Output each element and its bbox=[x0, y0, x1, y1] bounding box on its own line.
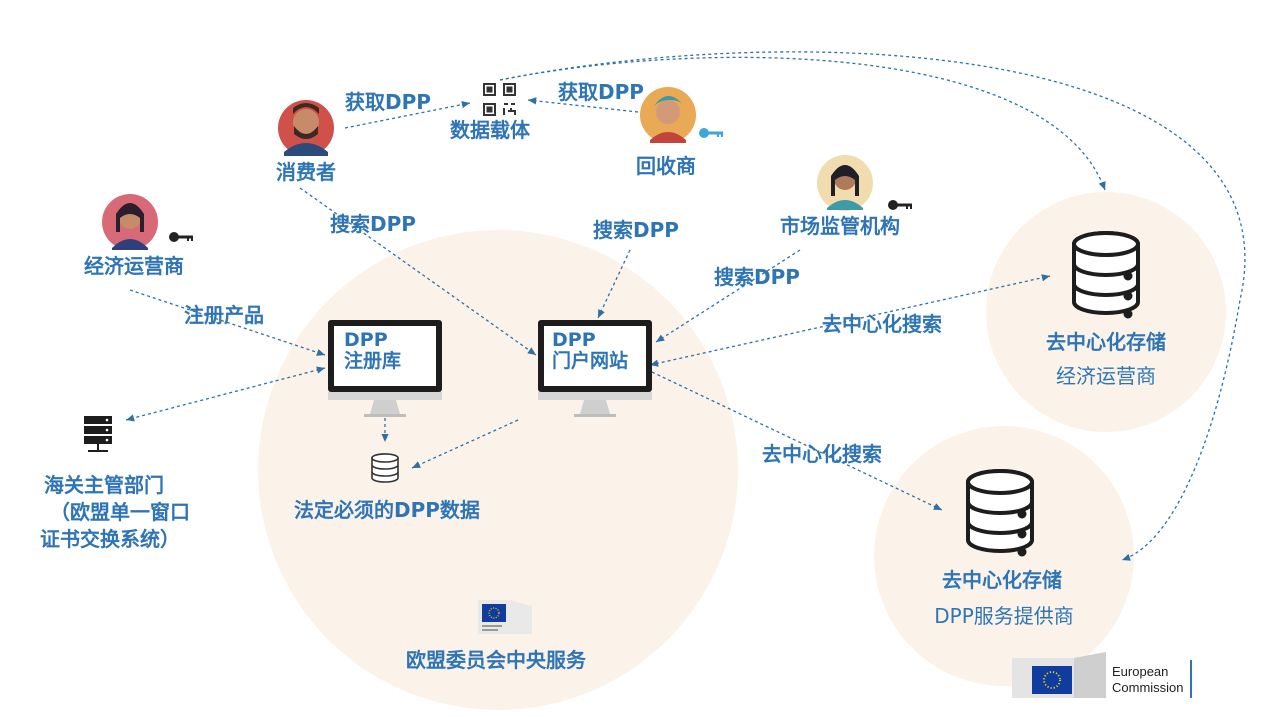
node-data-carrier: 数据载体 bbox=[450, 118, 530, 142]
arrow-recycler-to-carrier bbox=[527, 97, 639, 113]
database-icon bbox=[1072, 231, 1140, 319]
server-icon bbox=[84, 416, 112, 452]
storage-operator-title: 去中心化存储 bbox=[1046, 330, 1166, 354]
avatar-economic-operator bbox=[102, 194, 158, 250]
database-icon bbox=[371, 453, 399, 483]
node-mandatory-data: 法定必须的DPP数据 bbox=[294, 498, 480, 522]
registry-title: DPP 注册库 bbox=[344, 330, 401, 372]
actor-customs-line2: （欧盟单一窗口 bbox=[50, 500, 190, 524]
actor-market-surveillance: 市场监管机构 bbox=[780, 214, 900, 238]
logo-line2: Commission bbox=[1112, 680, 1184, 696]
arrow-portal-storage1 bbox=[649, 274, 1051, 367]
avatar-market-surveillance bbox=[817, 155, 873, 211]
actor-customs-line3: 证书交换系统） bbox=[40, 527, 180, 551]
arrow-portal-data bbox=[411, 419, 519, 469]
storage-provider-area bbox=[874, 426, 1134, 686]
arrow-carrier-to-storage2 bbox=[499, 51, 1246, 561]
portal-title: DPP 门户网站 bbox=[552, 330, 628, 372]
storage-provider-title: 去中心化存储 bbox=[942, 568, 1062, 592]
european-commission-logo-text: European Commission bbox=[1112, 664, 1184, 697]
arrow-recycler-search bbox=[597, 249, 631, 319]
logo-divider bbox=[1190, 660, 1192, 698]
actor-customs-line1: 海关主管部门 bbox=[44, 473, 164, 497]
registry-line2: 注册库 bbox=[344, 349, 402, 372]
actor-economic-operator: 经济运营商 bbox=[84, 254, 184, 278]
registry-line1: DPP bbox=[344, 329, 388, 351]
actor-recycler: 回收商 bbox=[636, 154, 696, 178]
eu-flag-icon bbox=[478, 600, 532, 634]
edge-label-get-dpp-recycler: 获取DPP bbox=[558, 80, 644, 104]
eu-flag-icon bbox=[1012, 652, 1106, 698]
edge-label-search-consumer: 搜索DPP bbox=[330, 212, 416, 236]
edge-label-decentral-search-1: 去中心化搜索 bbox=[822, 312, 942, 336]
monitor-icon bbox=[328, 320, 442, 417]
arrow-carrier-to-storage1 bbox=[499, 56, 1106, 191]
avatar-consumer bbox=[278, 100, 334, 156]
actor-consumer: 消费者 bbox=[276, 160, 336, 184]
edge-label-search-market: 搜索DPP bbox=[714, 265, 800, 289]
logo-line1: European bbox=[1112, 664, 1169, 679]
storage-provider-subtitle: DPP服务提供商 bbox=[934, 604, 1074, 628]
edge-label-register-product: 注册产品 bbox=[184, 303, 264, 327]
arrow-consumer-search bbox=[299, 187, 537, 356]
edge-label-get-dpp-consumer: 获取DPP bbox=[345, 90, 431, 114]
portal-line2: 门户网站 bbox=[552, 349, 629, 372]
edge-label-search-recycler: 搜索DPP bbox=[593, 218, 679, 242]
arrow-registry-customs bbox=[125, 366, 326, 422]
central-services-area bbox=[258, 230, 738, 710]
storage-operator-subtitle: 经济运营商 bbox=[1056, 364, 1156, 388]
database-icon bbox=[966, 469, 1034, 557]
key-icon bbox=[888, 200, 912, 210]
key-icon bbox=[169, 232, 193, 242]
qr-code-icon bbox=[483, 83, 516, 116]
central-services-label: 欧盟委员会中央服务 bbox=[406, 648, 586, 672]
arrow-market-search bbox=[655, 249, 801, 343]
portal-line1: DPP bbox=[552, 329, 596, 351]
edge-label-decentral-search-2: 去中心化搜索 bbox=[762, 442, 882, 466]
key-icon bbox=[699, 128, 723, 138]
arrow-operator-register bbox=[129, 289, 326, 356]
monitor-icon bbox=[538, 320, 652, 417]
avatar-recycler bbox=[640, 87, 696, 143]
